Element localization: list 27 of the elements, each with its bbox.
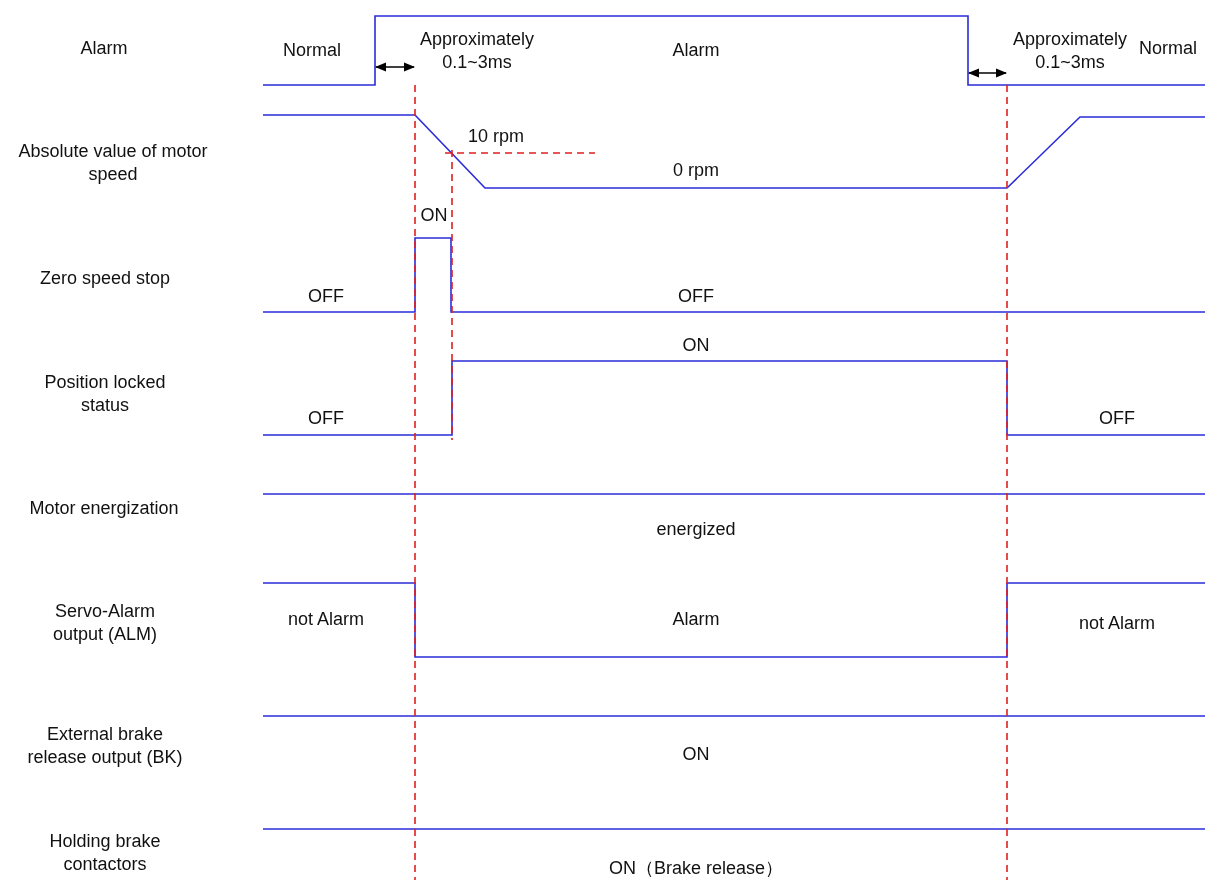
- signal-name: Holding brake contactors: [48, 829, 162, 875]
- state-label: OFF: [677, 284, 715, 308]
- state-label: ON: [681, 742, 711, 766]
- state-label: OFF: [307, 406, 345, 430]
- signal-name: Motor energization: [28, 496, 180, 520]
- state-label: Normal: [1138, 36, 1198, 60]
- signal-name: Servo-Alarm output (ALM): [51, 599, 158, 645]
- signal-name: Zero speed stop: [38, 266, 172, 290]
- state-label: 10 rpm: [467, 124, 525, 148]
- state-label: Alarm: [671, 607, 721, 631]
- time-label: Approximately 0.1~3ms: [1011, 27, 1128, 73]
- state-label: 0 rpm: [672, 158, 720, 182]
- state-label: OFF: [1098, 406, 1136, 430]
- state-label: energized: [655, 517, 737, 541]
- signal-name: External brake release output (BK): [26, 722, 184, 768]
- state-label: OFF: [307, 284, 345, 308]
- state-label: Alarm: [671, 38, 721, 62]
- signal-name: Absolute value of motor speed: [18, 139, 208, 185]
- state-label: ON（Brake release）: [607, 856, 785, 880]
- state-label: not Alarm: [1077, 611, 1156, 635]
- state-label: ON: [681, 333, 711, 357]
- signal-name: Position locked status: [43, 370, 167, 416]
- state-label: not Alarm: [286, 607, 365, 631]
- time-label: Approximately 0.1~3ms: [418, 27, 535, 73]
- state-label: Normal: [282, 38, 342, 62]
- state-label: ON: [419, 203, 449, 227]
- signal-name: Alarm: [79, 36, 129, 60]
